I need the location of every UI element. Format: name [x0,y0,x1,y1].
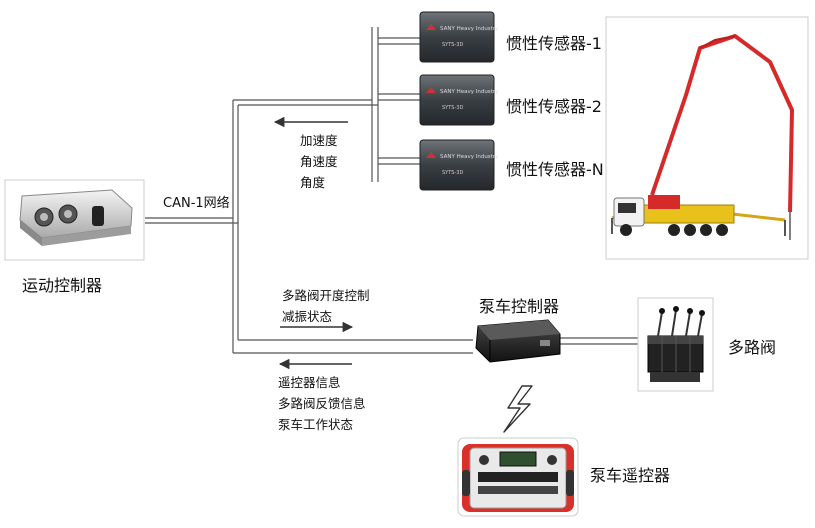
connector-icon [92,206,104,226]
inertial-sensor-1-image: SANY Heavy Industry SYTS-3D [419,11,499,63]
inertial-sensor-n-image: SANY Heavy Industry SYTS-3D [419,139,499,191]
svg-text:SANY Heavy Industry: SANY Heavy Industry [440,154,499,160]
feedback-signal-list: 遥控器信息 多路阀反馈信息 泵车工作状态 [278,372,366,435]
feedback-signal-item: 泵车工作状态 [278,417,354,432]
can-bus-wiring [145,27,638,354]
sensor-brand-text: SANY Heavy Industry [440,26,499,32]
sensor-1-label: 惯性传感器-1 [506,34,602,53]
pump-remote-image [457,437,579,517]
sensor-signal-item: 加速度 [300,133,338,148]
motion-controller-image [4,179,145,261]
signal-arrows [273,116,354,370]
sensor-signal-item: 角速度 [300,154,338,169]
svg-text:SYTS-3D: SYTS-3D [442,105,463,111]
can-network-label: CAN-1网络 [163,196,230,211]
svg-text:SYTS-3D: SYTS-3D [442,170,463,176]
control-output-item: 多路阀开度控制 [282,288,370,303]
motion-controller-label: 运动控制器 [22,276,103,295]
sensor-signal-list: 加速度 角速度 角度 [300,130,338,193]
multiway-valve-label: 多路阀 [728,338,777,357]
control-output-list: 多路阀开度控制 减振状态 [282,285,370,327]
feedback-signal-item: 遥控器信息 [278,375,341,390]
sensor-n-label: 惯性传感器-N [506,160,604,179]
control-output-item: 减振状态 [282,309,333,324]
inertial-sensor-2-image: SANY Heavy Industry SYTS-3D [419,74,499,126]
svg-text:SANY Heavy Industry: SANY Heavy Industry [440,89,499,95]
feedback-signal-item: 多路阀反馈信息 [278,396,366,411]
pump-remote-label: 泵车遥控器 [590,466,671,485]
svg-text:SYTS-3D: SYTS-3D [442,42,463,48]
wireless-link-icon [503,385,533,433]
multiway-valve-image [637,297,714,392]
pump-controller-label: 泵车控制器 [479,297,560,316]
pump-controller-image [475,319,561,363]
sensor-signal-item: 角度 [300,175,326,190]
pump-truck-image [605,16,809,260]
sensor-2-label: 惯性传感器-2 [506,97,602,116]
